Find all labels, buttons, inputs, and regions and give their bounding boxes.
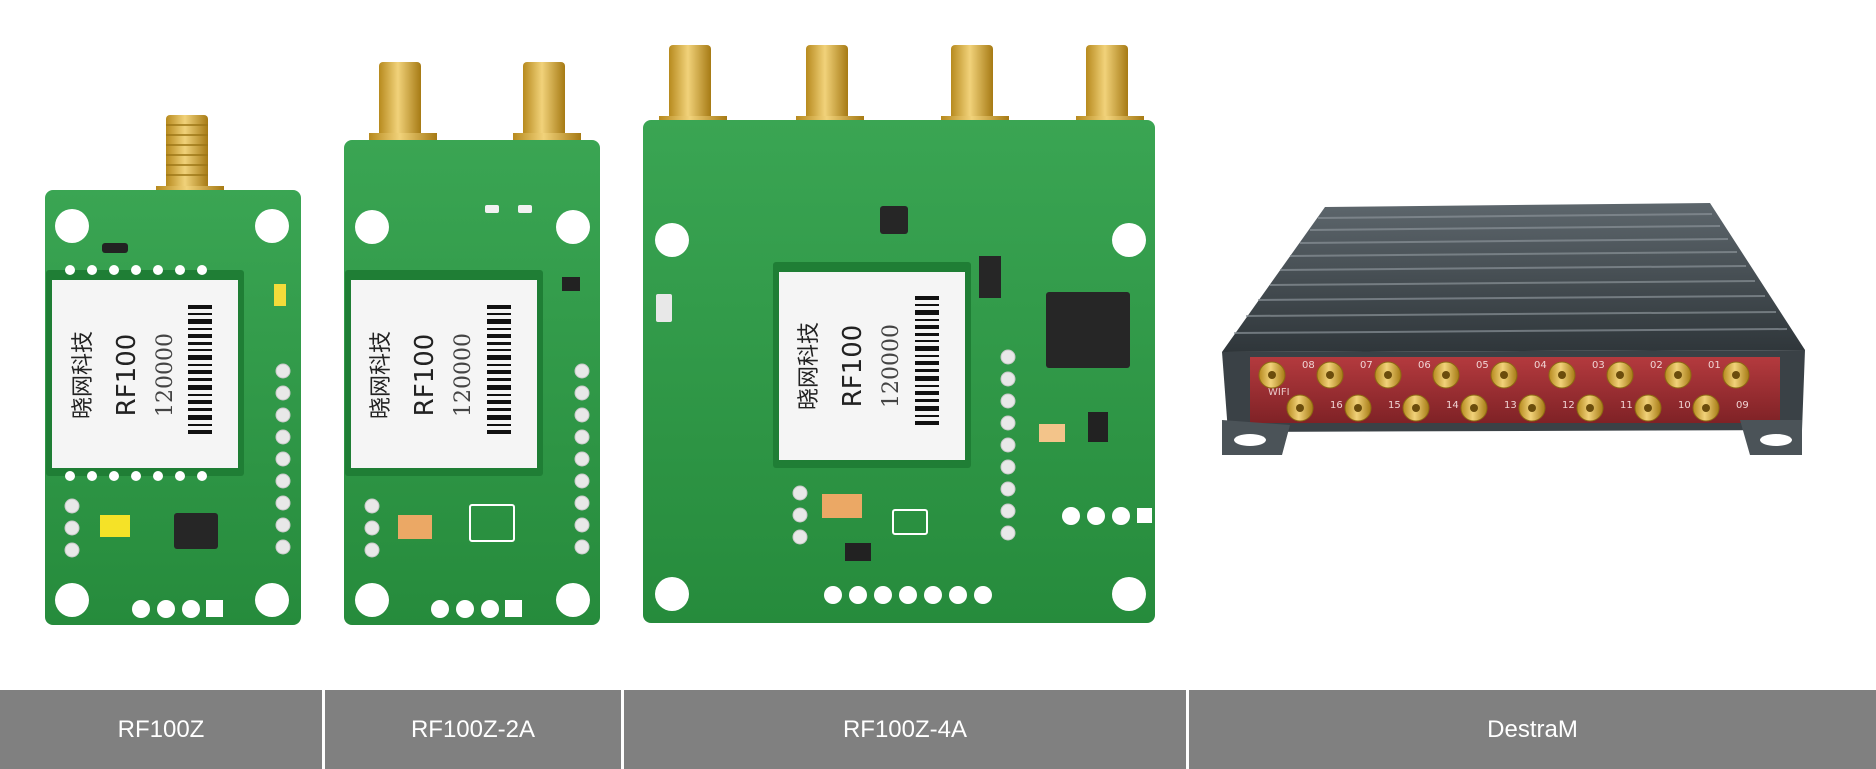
product-photo-svg: 晓网科技 RF100 120000 (45, 45, 1805, 625)
module-brand-text: 晓网科技 (797, 322, 822, 410)
ic-chip (174, 513, 218, 549)
qfp-chip (1046, 292, 1130, 368)
port-label: 05 (1476, 360, 1489, 371)
barcode (188, 305, 212, 434)
port-label: 13 (1504, 400, 1517, 411)
product-label-bar: RF100Z RF100Z-2A RF100Z-4A DestraM (0, 690, 1876, 769)
port-label: 15 (1388, 400, 1401, 411)
wifi-mark: WIFI (1268, 387, 1290, 398)
port-label: 12 (1562, 400, 1575, 411)
port-label: 11 (1620, 400, 1633, 411)
port-label: 10 (1678, 400, 1691, 411)
port-label: 01 (1708, 360, 1721, 371)
module-model-text: RF100 (838, 325, 868, 408)
module-model-text: RF100 (112, 334, 142, 417)
module-model-text: RF100 (410, 334, 440, 417)
port-label: 02 (1650, 360, 1663, 371)
module-brand-text: 晓网科技 (71, 331, 96, 419)
module-code-text: 120000 (451, 333, 476, 417)
board-rf100z-4a: 晓网科技 RF100 120000 (643, 45, 1155, 623)
module-code-text: 120000 (879, 324, 904, 408)
product-label-destram: DestraM (1189, 690, 1876, 769)
product-label-rf100z-2a: RF100Z-2A (325, 690, 621, 769)
product-label-rf100z-4a: RF100Z-4A (624, 690, 1186, 769)
port-label: 09 (1736, 400, 1749, 411)
port-label: 16 (1330, 400, 1343, 411)
port-label: 08 (1302, 360, 1315, 371)
module-label (779, 272, 965, 460)
product-photo: 晓网科技 RF100 120000 (45, 45, 1805, 625)
port-label: 14 (1446, 400, 1459, 411)
barcode (915, 296, 939, 425)
barcode (487, 305, 511, 434)
port-label: 07 (1360, 360, 1373, 371)
module-brand-text: 晓网科技 (369, 331, 394, 419)
board-rf100z-2a: 晓网科技 RF100 120000 (344, 62, 600, 625)
port-label: 03 (1592, 360, 1605, 371)
destram-device: WIFI 08 07 06 05 04 03 02 01 16 15 14 13… (1222, 203, 1805, 455)
port-label: 06 (1418, 360, 1431, 371)
board-rf100z: 晓网科技 RF100 120000 (45, 115, 301, 625)
module-code-text: 120000 (153, 333, 178, 417)
port-label: 04 (1534, 360, 1547, 371)
product-label-rf100z: RF100Z (0, 690, 322, 769)
ic-footprint (469, 504, 515, 542)
